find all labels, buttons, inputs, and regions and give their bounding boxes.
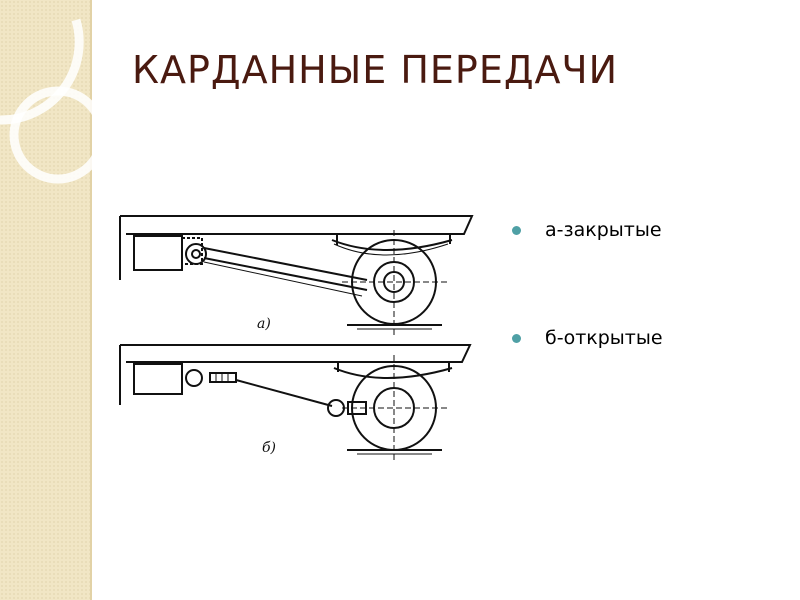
bullet-item-open: б-открытые [512,323,782,353]
bullet-list: а-закрытые б-открытые [512,215,782,353]
bullet-text-closed: а-закрытые [545,219,662,241]
diagram-label-a: а) [257,316,271,332]
bullet-text-open: б-открытые [545,327,663,349]
diagram-closed-drive [119,215,474,335]
bullet-dot-icon [512,334,521,343]
decorative-rings-icon [0,18,107,184]
cardan-drive-diagram: а) б) [119,215,474,462]
bullet-item-closed: а-закрытые [512,215,782,245]
diagram-open-drive [119,344,472,462]
bullet-dot-icon [512,226,521,235]
decorative-side-band [0,0,90,600]
side-band-edge [90,0,92,600]
slide-title: КАРДАННЫЕ ПЕРЕДАЧИ [132,48,619,92]
diagram-label-b: б) [262,440,276,456]
